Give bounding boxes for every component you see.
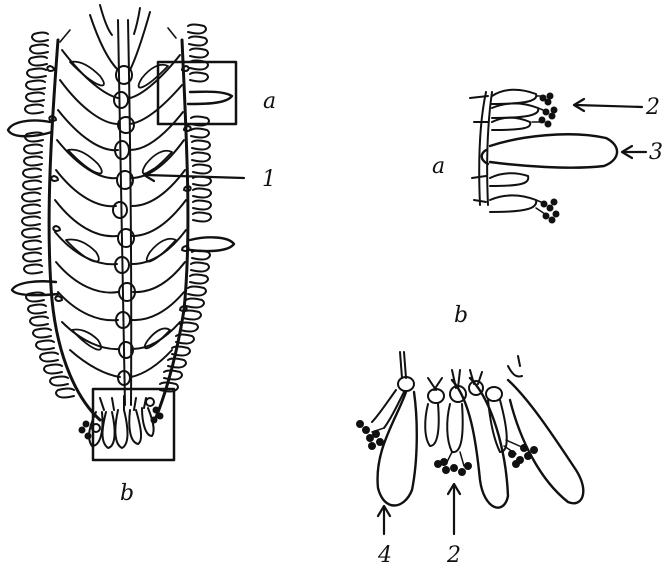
detail-b: b <box>357 303 584 568</box>
pointer-2-arrow-detail-a <box>574 99 642 111</box>
main-inset-b-label: b <box>120 481 134 506</box>
bottom-zooid-cluster <box>89 396 154 448</box>
pointer-4-arrow <box>378 506 390 534</box>
pointer-3-arrow <box>622 146 646 158</box>
detail-b-title: b <box>454 303 468 328</box>
detail-a: a 2 3 <box>432 90 663 223</box>
detail-a-stem <box>470 92 492 205</box>
detail-b-stalks <box>398 352 522 403</box>
detail-a-title: a <box>432 154 445 179</box>
detail-b-pointer-2-label: 2 <box>446 543 461 568</box>
pointer-1-arrow <box>144 169 244 181</box>
detail-a-elongated-zooid <box>482 134 617 167</box>
detail-b-large-gonozooids <box>378 378 584 508</box>
detail-a-zooids <box>490 90 538 212</box>
detail-a-pointer-2-label: 2 <box>645 95 660 120</box>
detail-b-pointer-4-label: 4 <box>377 543 392 568</box>
pointer-2-arrow-detail-b <box>448 484 460 534</box>
detail-a-tentacle-tufts <box>539 93 559 223</box>
pointer-1-label: 1 <box>262 167 276 192</box>
main-inset-a-label: a <box>263 89 276 114</box>
detail-a-pointer-3-label: 3 <box>649 140 663 165</box>
right-zooid-fringe <box>160 25 211 392</box>
main-colony: a 1 b <box>8 5 276 506</box>
